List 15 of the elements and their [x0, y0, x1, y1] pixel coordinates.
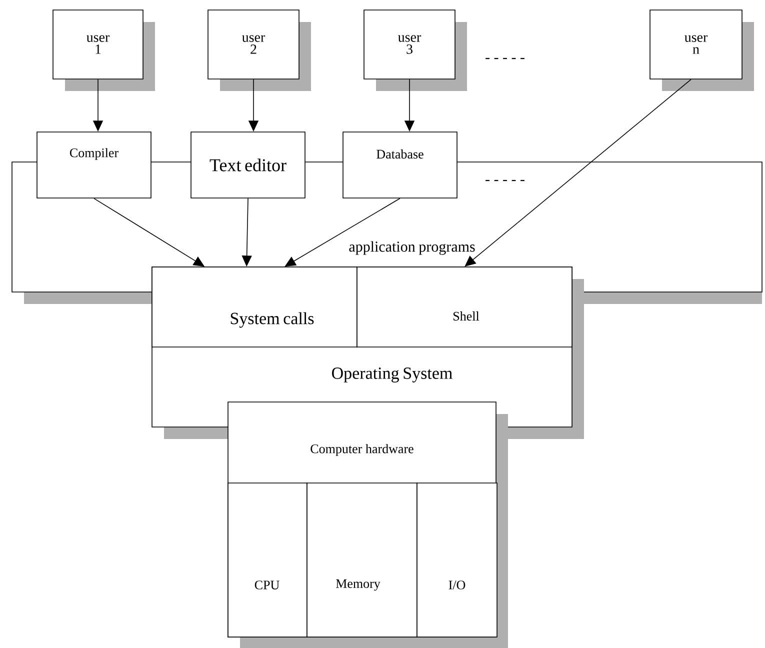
system-calls-cell: System calls: [152, 266, 358, 348]
hardware-cell: Memory: [306, 482, 418, 638]
user-box: user 1: [52, 10, 155, 91]
program-box: Compiler: [36, 132, 152, 198]
ellipsis-label: - - - - -: [486, 180, 524, 182]
program-box: Database: [342, 132, 458, 198]
user-box: user 2: [208, 10, 311, 91]
program-box: Text editor: [190, 132, 306, 198]
hardware-cell: I/O: [416, 482, 498, 638]
user-box: user 3: [364, 10, 467, 91]
application-programs-label: application programs: [349, 241, 475, 255]
user-box: user n: [650, 10, 754, 91]
ellipsis-label: - - - - -: [486, 58, 524, 60]
hardware-cell: CPU: [228, 482, 308, 638]
shell-cell: Shell: [356, 266, 572, 348]
